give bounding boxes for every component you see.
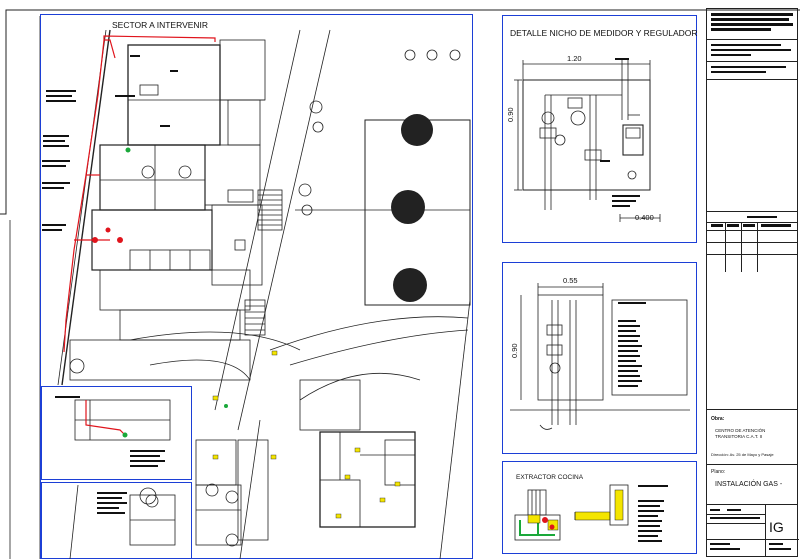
obra-section: Obra: CENTRO DE ATENCIÓN TRANSITORIA C.A…: [707, 409, 797, 465]
title-block: Obra: CENTRO DE ATENCIÓN TRANSITORIA C.A…: [706, 8, 799, 557]
meter-niche-detail-frame: [502, 15, 697, 243]
regulator-dim-width: 0.55: [563, 276, 578, 285]
plano-label: Plano:: [711, 469, 726, 475]
title-block-section-2: [707, 61, 797, 80]
sector-label: SECTOR A INTERVENIR: [112, 20, 209, 30]
meter-dim-bottom: 0.400: [635, 213, 654, 222]
meter-niche-title: DETALLE NICHO DE MEDIDOR Y REGULADOR: [510, 28, 698, 38]
direccion-text: Dirección: Av. 25 de Mayo y Pasaje: [711, 452, 774, 457]
regulator-detail-frame: [502, 262, 697, 454]
revisions-table: [707, 211, 797, 272]
title-block-header: [707, 9, 797, 40]
meter-dim-width: 1.20: [567, 54, 582, 63]
obra-label: Obra:: [711, 416, 725, 422]
obra-text: CENTRO DE ATENCIÓN TRANSITORIA C.A.T. II: [715, 428, 766, 439]
plano-section: Plano: INSTALACIÓN GAS -: [707, 464, 797, 505]
kitchen-extractor-title: EXTRACTOR COCINA: [516, 474, 584, 481]
title-block-section-1: [707, 39, 797, 62]
kitchen-extractor-frame: [502, 461, 697, 554]
sheet-info-section: IG: [707, 504, 799, 557]
sheet-code: IG: [769, 519, 784, 535]
plano-text: INSTALACIÓN GAS -: [715, 481, 783, 488]
inset-gas-detail-1: [41, 386, 192, 480]
